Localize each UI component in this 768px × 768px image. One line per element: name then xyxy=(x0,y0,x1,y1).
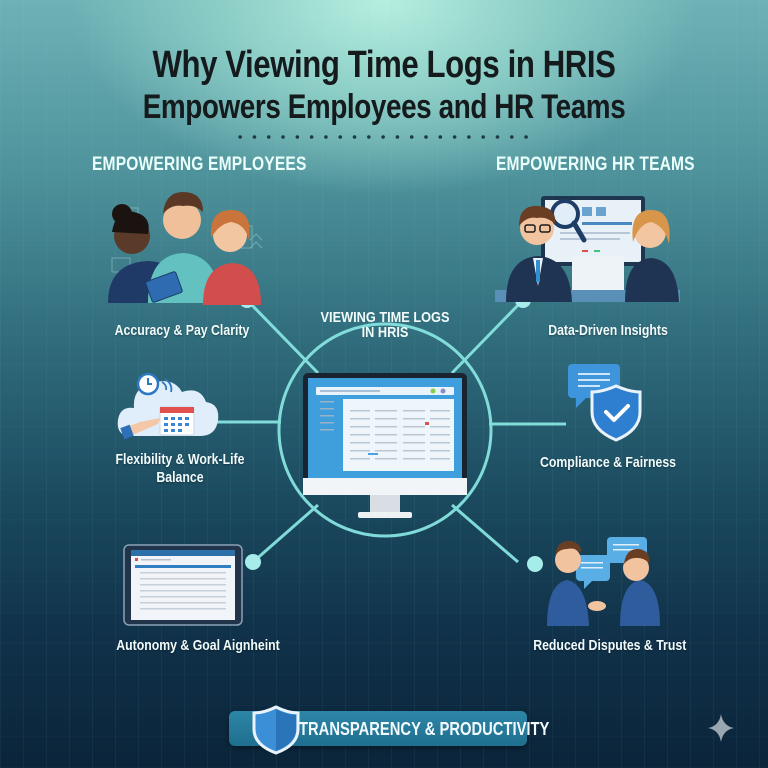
item-label-flexibility-line2: Balance xyxy=(156,469,204,486)
shield-icon xyxy=(252,705,300,755)
page-title-line2: Empowers Employees and HR Teams xyxy=(142,88,626,126)
item-label-reduced-disputes: Reduced Disputes & Trust xyxy=(533,637,687,654)
center-title-line2: IN HRIS xyxy=(361,324,409,341)
item-label-autonomy: Autonomy & Goal Aignheint xyxy=(116,637,280,654)
item-label-flexibility-line1: Flexibility & Work-Life xyxy=(115,451,245,468)
right-section-heading: EMPOWERING HR TEAMS xyxy=(496,154,695,175)
center-title-line1: VIEWING TIME LOGS xyxy=(320,309,450,326)
item-label-flexibility: Flexibility & Work-Life Balance xyxy=(108,451,252,487)
transparency-banner: TRANSPARENCY & PRODUCTIVITY xyxy=(229,705,549,755)
dotted-divider xyxy=(233,135,533,139)
item-label-accuracy: Accuracy & Pay Clarity xyxy=(114,322,250,339)
item-label-compliance: Compliance & Fairness xyxy=(539,454,677,471)
sparkle-icon xyxy=(708,714,734,742)
banner-label: TRANSPARENCY & PRODUCTIVITY xyxy=(299,719,550,739)
center-title: VIEWING TIME LOGS IN HRIS xyxy=(317,310,453,340)
item-label-data-driven: Data-Driven Insights xyxy=(548,322,668,339)
page-title-line1: Why Viewing Time Logs in HRIS xyxy=(152,44,616,86)
left-section-heading: EMPOWERING EMPLOYEES xyxy=(92,154,307,175)
